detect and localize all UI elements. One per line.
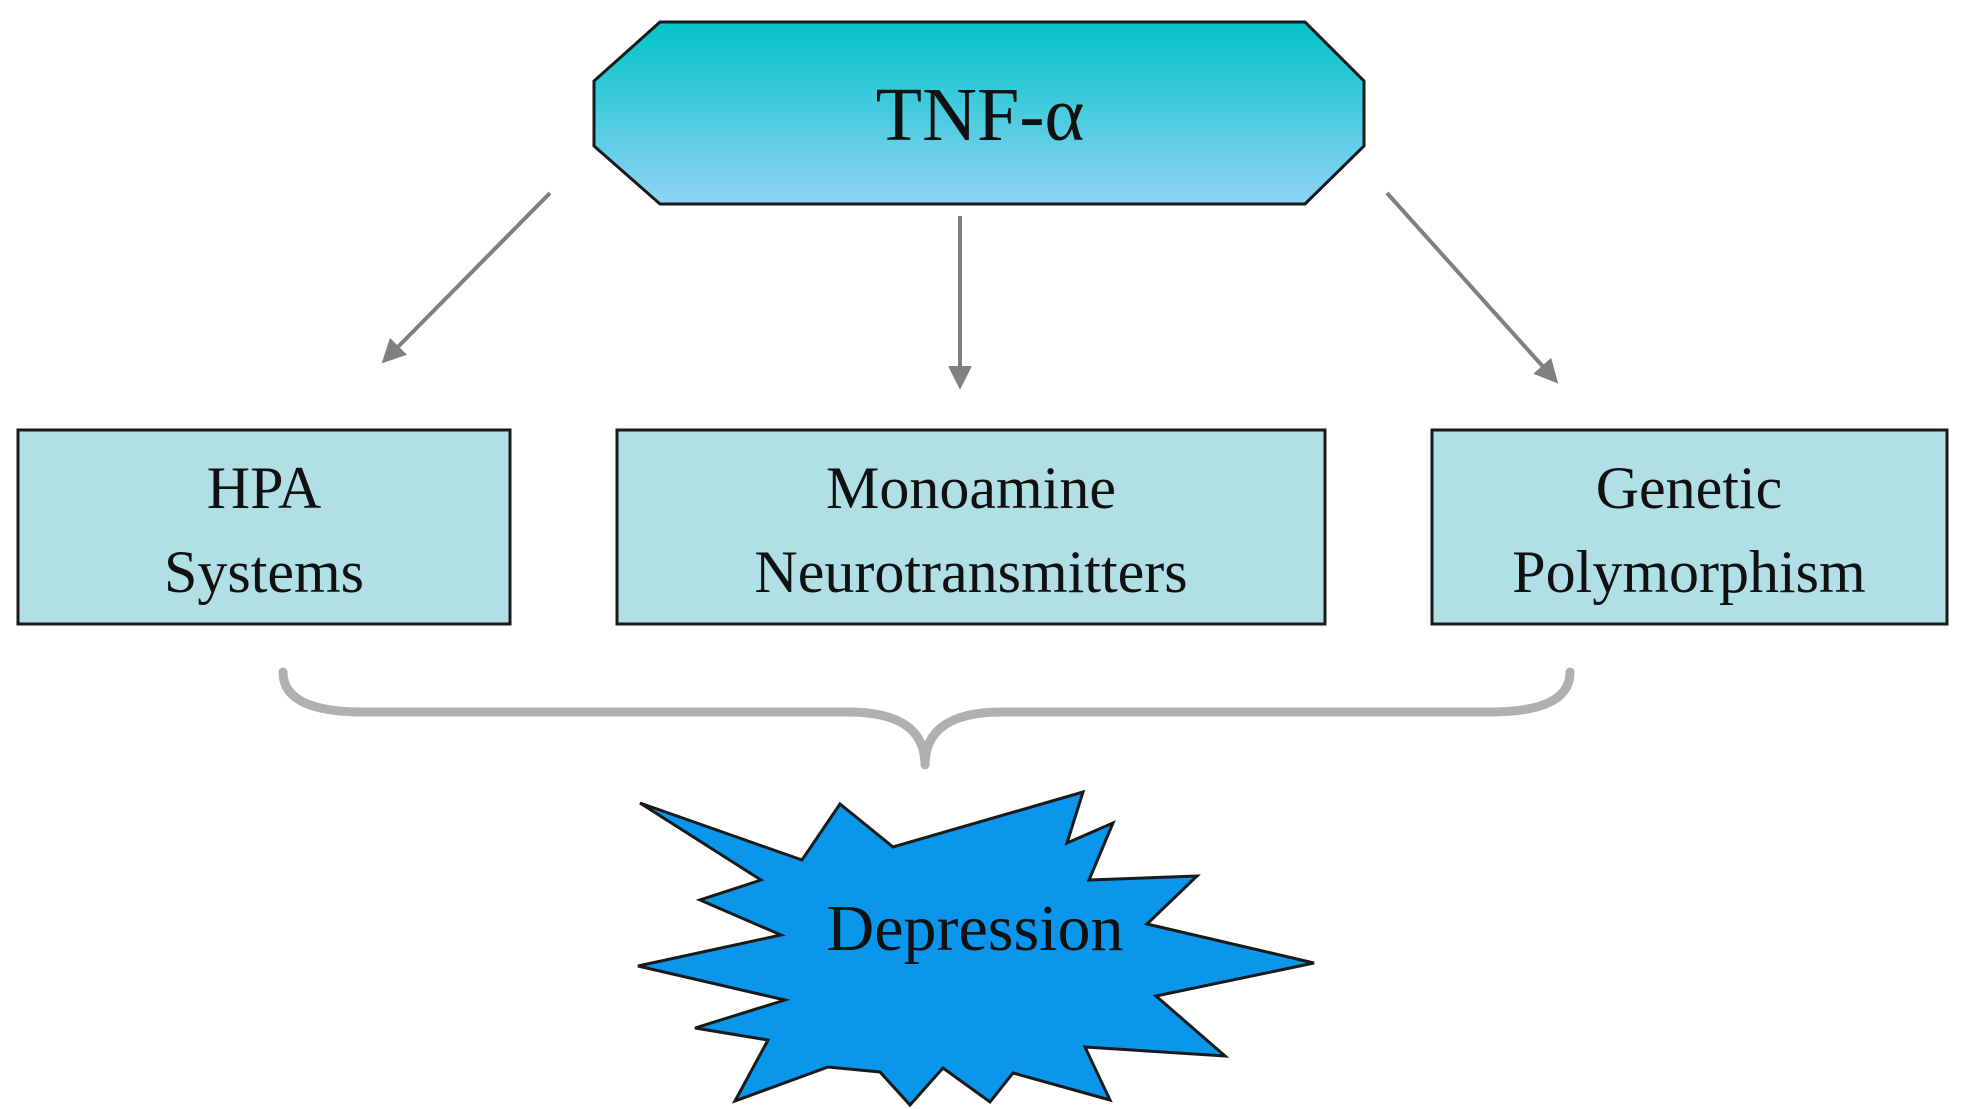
mechanism-box-monoamine [615,428,1327,626]
mechanism-label-hpa-line2: Systems [164,539,364,605]
tnf-alpha-octagon [592,20,1366,206]
arrow-to-hpa [381,191,552,364]
arrow-to-genetic [1385,191,1559,384]
depression-starburst [637,789,1315,1108]
mechanism-monoamine: Monoamine Neurotransmitters [615,428,1327,626]
mechanism-label-monoamine-line2: Neurotransmitters [754,539,1187,605]
mechanism-label-monoamine-line1: Monoamine [826,455,1116,521]
mechanism-box-hpa [16,428,512,626]
arrows [381,191,1559,390]
tnf-alpha-node: TNF-α [592,20,1366,206]
mechanism-hpa: HPA Systems [16,428,512,626]
mechanism-label-genetic-line1: Genetic [1596,455,1783,521]
mechanism-genetic: Genetic Polymorphism [1430,428,1949,626]
mechanism-label-hpa-line1: HPA [207,455,322,521]
depression-label: Depression [827,892,1124,965]
depression-node: Depression [637,789,1315,1108]
mechanism-box-genetic [1430,428,1949,626]
mechanism-label-genetic-line2: Polymorphism [1512,539,1865,605]
tnf-alpha-label: TNF-α [876,73,1085,157]
grouping-brace [278,667,1575,770]
